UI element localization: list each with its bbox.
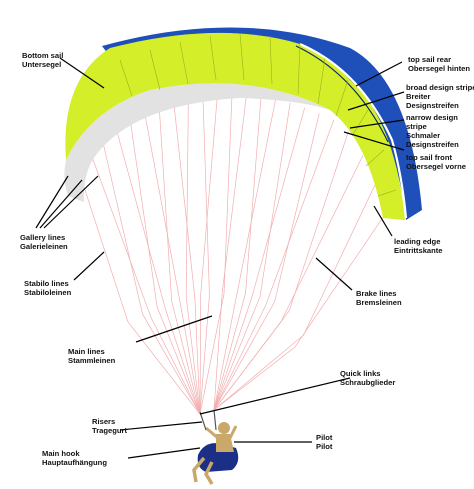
narrow-design-stripe xyxy=(299,42,408,219)
suspension-line xyxy=(213,94,247,411)
suspension-line xyxy=(158,107,201,415)
wing-cell-seams xyxy=(119,33,397,197)
leader-gallery-1 xyxy=(35,175,69,229)
label-leading-edge: leading edge Eintrittskante xyxy=(394,237,443,255)
suspension-line xyxy=(86,141,201,415)
pilot-body xyxy=(216,434,234,452)
suspension-line xyxy=(213,179,378,411)
suspension-line xyxy=(185,99,201,415)
suspension-line xyxy=(213,96,262,411)
risers xyxy=(199,409,217,431)
leader-stabilo xyxy=(73,251,105,281)
suspension-line xyxy=(115,126,201,415)
pilot-head xyxy=(218,422,230,434)
leader-risers xyxy=(119,421,203,431)
label-broad-stripe: broad design stripe Breiter Designstreif… xyxy=(406,83,474,110)
pilot-figure xyxy=(192,409,239,485)
suspension-line xyxy=(213,155,364,411)
leader-leading-edge xyxy=(373,205,393,237)
label-risers: Risers Tragegurt xyxy=(92,417,127,435)
leader-brake xyxy=(315,257,353,291)
leader-main xyxy=(135,315,213,343)
suspension-line xyxy=(199,93,233,415)
suspension-line xyxy=(213,102,291,411)
suspension-line xyxy=(213,113,320,411)
suspension-line xyxy=(173,102,201,415)
leader-broad-stripe xyxy=(347,91,405,111)
leader-top-sail-rear xyxy=(355,61,403,87)
pilot-arms xyxy=(205,425,238,440)
label-bottom-sail: Bottom sail Untersegel xyxy=(22,51,65,69)
broad-design-stripe xyxy=(295,45,389,143)
suspension-line xyxy=(100,134,201,415)
leader-gallery-2 xyxy=(39,179,83,229)
label-top-sail-rear: top sail rear Obersegel hinten xyxy=(408,55,470,73)
suspension-line xyxy=(129,119,201,415)
suspension-line xyxy=(144,113,201,415)
suspension-line xyxy=(71,149,201,415)
label-quick-links: Quick links Schraubglieder xyxy=(340,369,395,387)
label-main-lines: Main lines Stammleinen xyxy=(68,347,116,365)
label-main-hook: Main hook Hauptaufhängung xyxy=(42,449,107,467)
leader-lines xyxy=(35,57,405,459)
suspension-line xyxy=(213,203,393,411)
leader-gallery-3 xyxy=(43,175,99,229)
suspension-lines xyxy=(71,93,393,415)
label-pilot: Pilot Pilot xyxy=(316,433,335,451)
suspension-line xyxy=(213,107,306,411)
suspension-line xyxy=(213,119,335,411)
label-brake-lines: Brake lines Bremsleinen xyxy=(356,289,402,307)
bottom-sail-grey xyxy=(64,83,331,202)
leader-narrow-stripe xyxy=(349,119,405,129)
leader-top-sail-front xyxy=(343,131,405,151)
suspension-line xyxy=(213,131,349,411)
label-stabilo-lines: Stabilo lines Stabiloleinen xyxy=(24,279,72,297)
leader-bottom-sail xyxy=(59,57,105,89)
suspension-line xyxy=(199,96,210,415)
suspension-line xyxy=(199,94,218,415)
suspension-line xyxy=(213,98,276,411)
leader-quick-links xyxy=(199,377,351,415)
pilot-legs xyxy=(192,456,214,485)
label-top-sail-front: top sail front Obersegel vorne xyxy=(406,153,466,171)
labels: Bottom sail Untersegel top sail rear Obe… xyxy=(20,51,474,467)
leader-main-hook xyxy=(127,447,201,459)
label-narrow-stripe: narrow design stripe Schmaler Designstre… xyxy=(406,113,460,149)
top-sail-front-yellow xyxy=(65,32,405,220)
label-gallery-lines: Gallery lines Galerieleinen xyxy=(20,233,68,251)
paraglider-wing xyxy=(64,27,422,220)
